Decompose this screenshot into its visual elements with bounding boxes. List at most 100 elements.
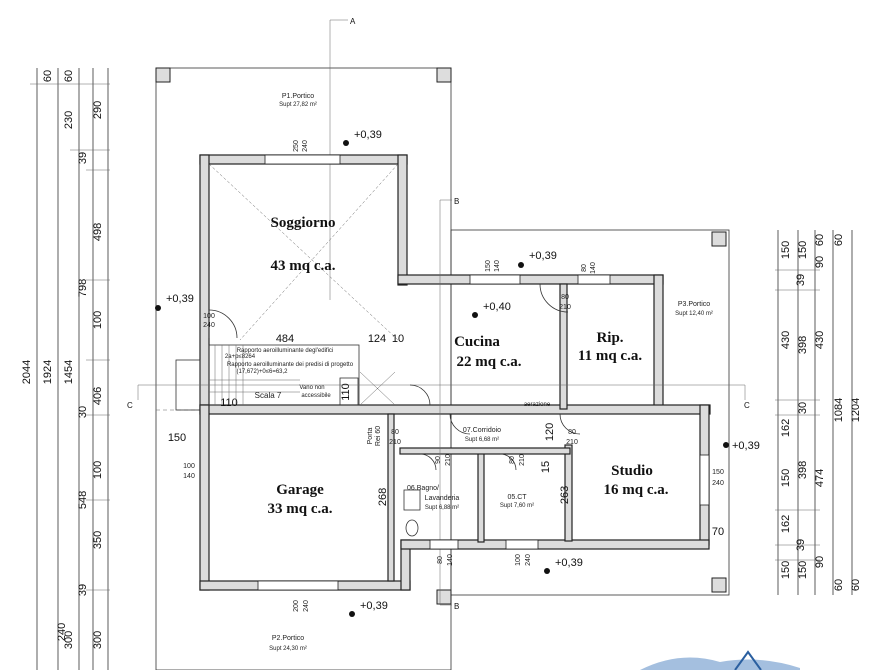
- dim-124: 124: [368, 333, 386, 345]
- dim-240: 240: [203, 322, 215, 329]
- dim-2044: 2044: [21, 360, 33, 384]
- right-dimension-lines: [775, 230, 853, 595]
- dim-90: 90: [435, 456, 442, 464]
- dim-30: 30: [77, 406, 89, 418]
- dim-240-b: 240: [712, 480, 724, 487]
- dim-140-k: 140: [494, 260, 501, 272]
- left-dimension-labels: 2044 60 1924 60 230 1454 300 290 39 798 …: [21, 70, 104, 649]
- dim-100-b: 100: [92, 461, 104, 479]
- rdim-1084: 1084: [833, 398, 845, 422]
- section-b-bottom-label: B: [454, 602, 459, 611]
- level-label-7: +0,39: [360, 600, 388, 612]
- room-garage-name: Garage: [276, 482, 324, 498]
- rdim-60-a: 60: [814, 234, 826, 246]
- dim-1924: 1924: [42, 360, 54, 384]
- porch-p1-area: Supt 27,82 m²: [279, 102, 317, 108]
- dim-290: 290: [92, 101, 104, 119]
- porch-p1-name: P1.Portico: [282, 93, 314, 100]
- dim-140: 140: [183, 473, 195, 480]
- level-label-3: +0,39: [529, 250, 557, 262]
- porch-p3-area: Supt 12,40 m²: [675, 311, 713, 317]
- rdim-474: 474: [814, 469, 826, 487]
- dim-300-a: 300: [63, 631, 75, 649]
- doors: [208, 283, 581, 471]
- rdim-39-a: 39: [795, 274, 807, 286]
- dim-210-b: 210: [389, 439, 401, 446]
- note-4: (17,672)+0≤6=63,2: [237, 369, 289, 375]
- level-labels: +0,39 +0,39 +0,39 +0,40 +0,39 +0,39 +0,3…: [166, 129, 760, 612]
- level-label-6: +0,39: [555, 557, 583, 569]
- ct-area: Supt 7,60 m²: [500, 503, 534, 509]
- section-c-left-label: C: [127, 401, 133, 410]
- dim-80-c: 80: [391, 429, 399, 436]
- note-3: Rapporto aeroilluminante dei predisi di …: [227, 362, 354, 368]
- dim-110-a: 110: [220, 397, 238, 409]
- dim-240-g: 240: [525, 554, 532, 566]
- rdim-430-b: 430: [814, 331, 826, 349]
- dim-498: 498: [92, 223, 104, 241]
- dim-263: 263: [559, 486, 571, 504]
- note-aerazione: aerazione: [524, 402, 551, 408]
- room-cucina-area: 22 mq c.a.: [457, 354, 522, 370]
- columns: [155, 67, 727, 605]
- rdim-150-c: 150: [780, 561, 792, 579]
- dim-240-a: 240: [56, 623, 68, 641]
- left-dimension-lines: [30, 68, 110, 670]
- dim-10: 10: [392, 333, 404, 345]
- room-rip-name: Rip.: [596, 330, 623, 346]
- bathroom-fixtures: [403, 489, 421, 537]
- dim-39-b: 39: [77, 584, 89, 596]
- note-2: 2a+p≤8264: [225, 354, 256, 360]
- rdim-162-a: 162: [780, 419, 792, 437]
- dim-150: 150: [168, 432, 186, 444]
- rdim-150-e: 150: [797, 561, 809, 579]
- soggiorno-void-cross: [208, 163, 399, 341]
- dim-548: 548: [77, 491, 89, 509]
- room-soggiorno-name: Soggiorno: [270, 215, 335, 231]
- dim-230: 230: [63, 111, 75, 129]
- rdim-150-d: 150: [797, 241, 809, 259]
- dim-150-k: 150: [485, 260, 492, 272]
- room-studio-name: Studio: [611, 463, 653, 479]
- dim-150-240: 150: [712, 469, 724, 476]
- rdim-30: 30: [797, 402, 809, 414]
- rdim-60-b: 60: [833, 579, 845, 591]
- right-dimension-labels: 150 39 430 398 162 150 162 39 150 150 90…: [780, 234, 862, 591]
- dim-60-b: 60: [63, 70, 75, 82]
- dim-100-a: 100: [92, 311, 104, 329]
- plan-dimensions: 484 124 10 110 110 150 268 263 120 15 70…: [168, 140, 724, 612]
- dim-110-b: 110: [340, 383, 352, 401]
- dim-100-140: 100: [183, 463, 195, 470]
- room-garage-area: 33 mq c.a.: [268, 501, 333, 517]
- rdim-60-c: 60: [833, 234, 845, 246]
- level-markers: [155, 140, 729, 617]
- rdim-430-a: 430: [780, 331, 792, 349]
- porch-p2-area: Supt 24,30 m²: [269, 646, 307, 652]
- dim-1454: 1454: [63, 360, 75, 384]
- note-scala: Scala 7: [255, 391, 282, 400]
- label-porta: Porta: [367, 428, 374, 445]
- porch-p3-name: P3.Portico: [678, 301, 710, 308]
- dim-140-f: 140: [447, 554, 454, 566]
- secondary-labels: P1.Portico Supt 27,82 m² P2.Portico Supt…: [225, 93, 713, 652]
- dim-210: 210: [559, 304, 571, 311]
- corridoio-name: 07.Corridoio: [463, 427, 501, 434]
- dim-15: 15: [540, 461, 552, 473]
- room-labels: Soggiorno 43 mq c.a. Cucina 22 mq c.a. R…: [268, 215, 669, 517]
- dim-210-c: 210: [566, 439, 578, 446]
- level-label-5: +0,39: [732, 440, 760, 452]
- level-label-2: +0,39: [166, 293, 194, 305]
- dim-240-c: 240: [302, 140, 309, 152]
- dim-250: 250: [293, 140, 300, 152]
- dim-210-d: 210: [445, 454, 452, 466]
- bagno-name: 06.Bagno/: [407, 485, 439, 492]
- dim-80-d: 80: [568, 429, 576, 436]
- bagno-name2: Lavanderia: [425, 495, 460, 502]
- room-rip-area: 11 mq c.a.: [578, 348, 642, 364]
- porch-p2-name: P2.Portico: [272, 635, 304, 642]
- dim-240-h: 240: [303, 600, 310, 612]
- dim-140-r: 140: [590, 262, 597, 274]
- dim-80-r: 80: [581, 264, 588, 272]
- stair: [175, 344, 396, 411]
